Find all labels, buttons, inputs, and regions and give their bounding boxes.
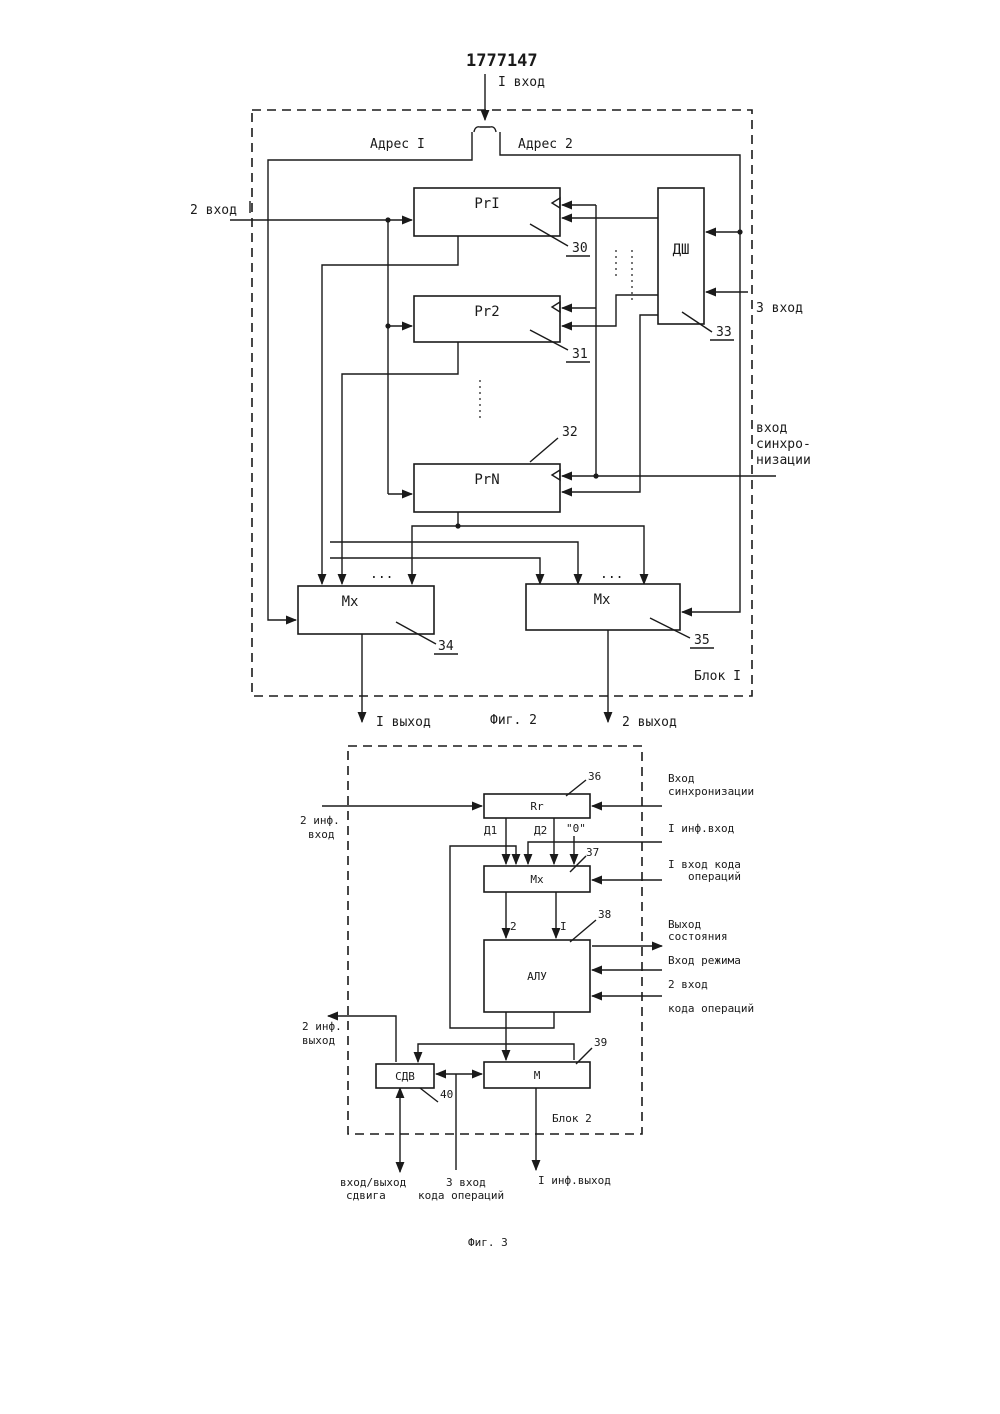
junction-dot [593,473,598,478]
block2-label: Блок 2 [552,1112,592,1125]
leader-40 [420,1088,438,1102]
register-2-label: Pr2 [474,304,499,320]
sync-label-1: вход [756,421,787,436]
shifter-40-block: СДВ [376,1064,434,1088]
patent-number: 1777147 [466,51,538,71]
ref-32: 32 [562,425,578,440]
ref-34: 34 [438,639,454,654]
info-input2-label-2: вход [308,828,335,841]
shift-io-label-1: вход/выход [340,1176,407,1189]
d2-label: Д2 [534,824,547,837]
junction-dot [737,229,742,234]
regN-out-mux34 [412,526,458,584]
leader-32 [530,438,558,462]
input2-label: 2 вход [190,203,237,218]
info-input2-label-1: 2 инф. [300,814,340,827]
alu-in1-label: I [560,920,567,933]
reg-bus-mux35-b [330,558,540,584]
alu-in2-label: 2 [510,920,517,933]
register-n-label: PrN [474,472,499,488]
zero-label: "0" [566,822,586,835]
ref-30: 30 [572,241,588,256]
ref-33: 33 [716,325,732,340]
shifter-40-label: СДВ [395,1070,415,1083]
figure-3: 2 инф. вход Вход синхронизации Д1 Д2 "0"… [300,746,754,1249]
alu-38-label: АЛУ [527,970,547,983]
register-2-block: Pr2 [414,296,560,342]
register-n-block: PrN [414,464,560,512]
figure3-caption: Фиг. 3 [468,1236,508,1249]
shift-io-label-2: сдвига [346,1189,386,1202]
m-to-shifter [418,1044,574,1062]
info-output2-label-2: выход [302,1034,335,1047]
info-input1-label: I инф.вход [668,822,735,835]
decoder-label: ДШ [673,242,690,258]
sync-label-3: низации [756,453,811,468]
figure-2: 1777147 I вход Адрес I Адрес 2 2 вход 3 … [190,51,811,730]
figure2-caption: Фиг. 2 [490,713,537,728]
opcode-in1-label-2: операций [688,870,741,883]
ref-39: 39 [594,1036,607,1049]
sync-label-2: синхронизации [668,785,754,798]
output2-label: 2 выход [622,715,677,730]
decoder-block: ДШ [658,188,704,324]
output1-label: I выход [376,715,431,730]
mux-34-block: Mx [298,586,434,634]
ref-38: 38 [598,908,611,921]
input3-label: 3 вход [756,301,803,316]
alu-38-block: АЛУ [484,940,590,1012]
input1-label: I вход [498,75,545,90]
register-36-label: Rr [530,800,544,813]
info-output1-label: I инф.выход [538,1174,611,1187]
mux-37-block: Mx [484,866,590,892]
ref-31: 31 [572,347,588,362]
address1-label: Адрес I [370,137,425,152]
address-brace [474,127,496,132]
leader-38 [570,920,596,942]
ref-37: 37 [586,846,599,859]
block1-label: Блок I [694,669,741,684]
info-output2-label-1: 2 инф. [302,1020,342,1033]
sync-label-1: Вход [668,772,695,785]
mux34-inputs-ellipsis: ... [370,567,393,582]
mux-37-label: Mx [530,873,544,886]
decoder-to-regN [562,315,658,492]
ref-35: 35 [694,633,710,648]
opcode-in2-label-2: кода операций [668,1002,754,1015]
m-39-label: M [534,1069,541,1082]
opcode-in2-label-1: 2 вход [668,978,708,991]
address2-label: Адрес 2 [518,137,573,152]
d1-label: Д1 [484,824,497,837]
m-39-block: M [484,1062,590,1088]
status-label-2: состояния [668,930,728,943]
opcode-in3-label-2: кода операций [418,1189,504,1202]
register-36-block: Rr [484,794,590,818]
mux-35-label: Mx [594,592,611,608]
decoder-to-reg2 [562,295,658,326]
opcode-in3-label-1: 3 вход [446,1176,486,1189]
reg2-out-mux34 [342,342,458,584]
reg-bus-mux35-a [330,542,578,584]
junction-dot [385,217,390,222]
mode-input-label: Вход режима [668,954,741,967]
mux-34-label: Mx [342,594,359,610]
sync-label-2: синхро- [756,437,811,452]
register-1-label: PrI [474,196,499,212]
mux-35-block: Mx [526,584,680,630]
ref-40: 40 [440,1088,453,1101]
ref-36: 36 [588,770,601,783]
mux35-inputs-ellipsis: ... [600,567,623,582]
